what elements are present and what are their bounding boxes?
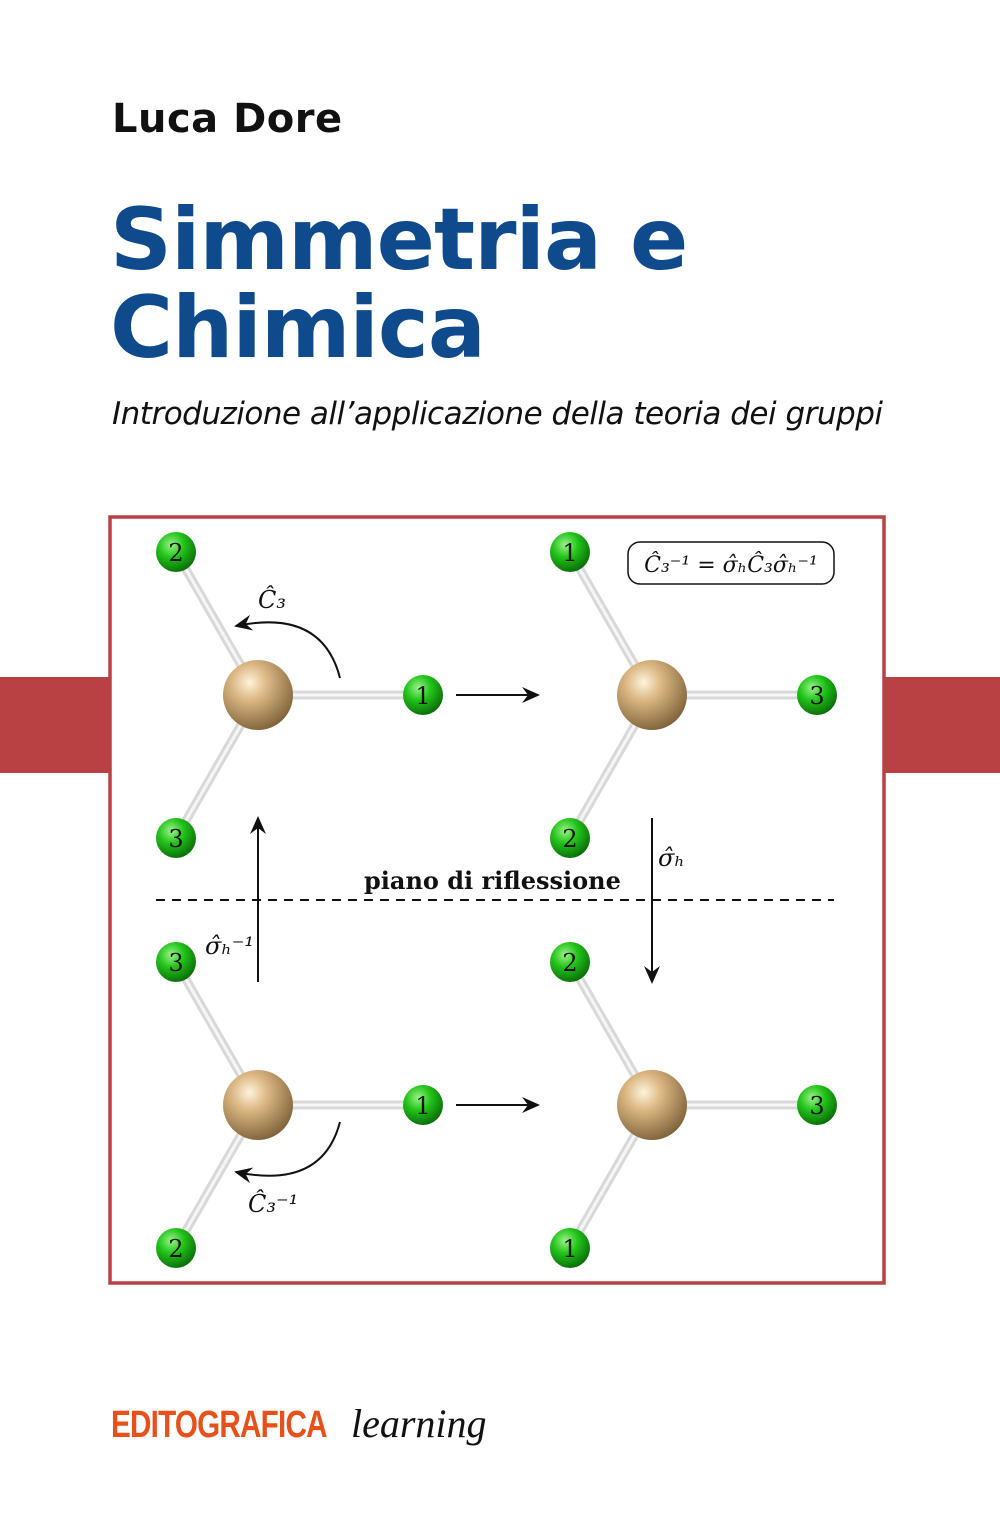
molecule-top-left: 2 1 3 (156, 532, 443, 858)
ligand-atom (550, 818, 590, 858)
ligand-atom (797, 675, 837, 715)
atom-number-label: 2 (168, 539, 183, 567)
publisher-brand: EDITOGRAFICA (111, 1404, 327, 1446)
plane-label: piano di riflessione (364, 866, 621, 895)
ligand-atom (156, 942, 196, 982)
equation-box (627, 541, 835, 585)
right-red-band (884, 677, 1000, 773)
molecule-bottom-right: 2 3 1 (550, 942, 837, 1268)
left-red-band (0, 677, 110, 773)
ligand-atom (403, 675, 443, 715)
atom-number-label: 1 (562, 539, 577, 567)
central-atom (223, 1070, 293, 1140)
ligand-atom (550, 532, 590, 572)
title-line-2: Chimica (110, 278, 486, 378)
atom-number-label: 1 (562, 1235, 577, 1263)
ligand-atom (797, 1085, 837, 1125)
ligand-atom (550, 1228, 590, 1268)
book-title: Simmetria e Chimica (110, 190, 688, 378)
publisher-imprint: learning (351, 1401, 487, 1446)
atom-number-label: 3 (809, 682, 824, 710)
equation: Ĉ₃⁻¹ = σ̂ₕĈ₃σ̂ₕ⁻¹ (644, 551, 818, 578)
ligand-atom (403, 1085, 443, 1125)
publisher-logo: EDITOGRAFICA learning (111, 1401, 487, 1447)
central-atom (617, 1070, 687, 1140)
subtitle: Introduzione all’applicazione della teor… (112, 396, 883, 432)
atom-number-label: 2 (562, 949, 577, 977)
c3-label: Ĉ₃ (258, 585, 286, 614)
molecule-bottom-left: 3 1 2 (156, 942, 443, 1268)
ligand-atom (550, 942, 590, 982)
sigma-h-label: σ̂ₕ (658, 844, 685, 872)
ligand-atom (156, 1228, 196, 1268)
atom-number-label: 2 (562, 825, 577, 853)
sigma-h-inverse-label: σ̂ₕ⁻¹ (205, 932, 254, 960)
ligand-atom (156, 532, 196, 572)
ligand-atom (156, 818, 196, 858)
atom-number-label: 2 (168, 1235, 183, 1263)
rotation-arrow-c3 (234, 614, 341, 679)
atom-number-label: 3 (168, 949, 183, 977)
c3-inverse-label: Ĉ₃⁻¹ (248, 1189, 298, 1218)
central-atom (223, 660, 293, 730)
central-atom (617, 660, 687, 730)
atom-number-label: 3 (168, 825, 183, 853)
atom-number-label: 1 (415, 682, 430, 710)
atom-number-label: 3 (809, 1092, 824, 1120)
rotation-arrow-c3-inverse (234, 1121, 341, 1184)
atom-number-label: 1 (415, 1092, 430, 1120)
title-line-1: Simmetria e (110, 190, 688, 290)
author-name: Luca Dore (112, 96, 343, 142)
molecule-top-right: 1 3 2 (550, 532, 837, 858)
